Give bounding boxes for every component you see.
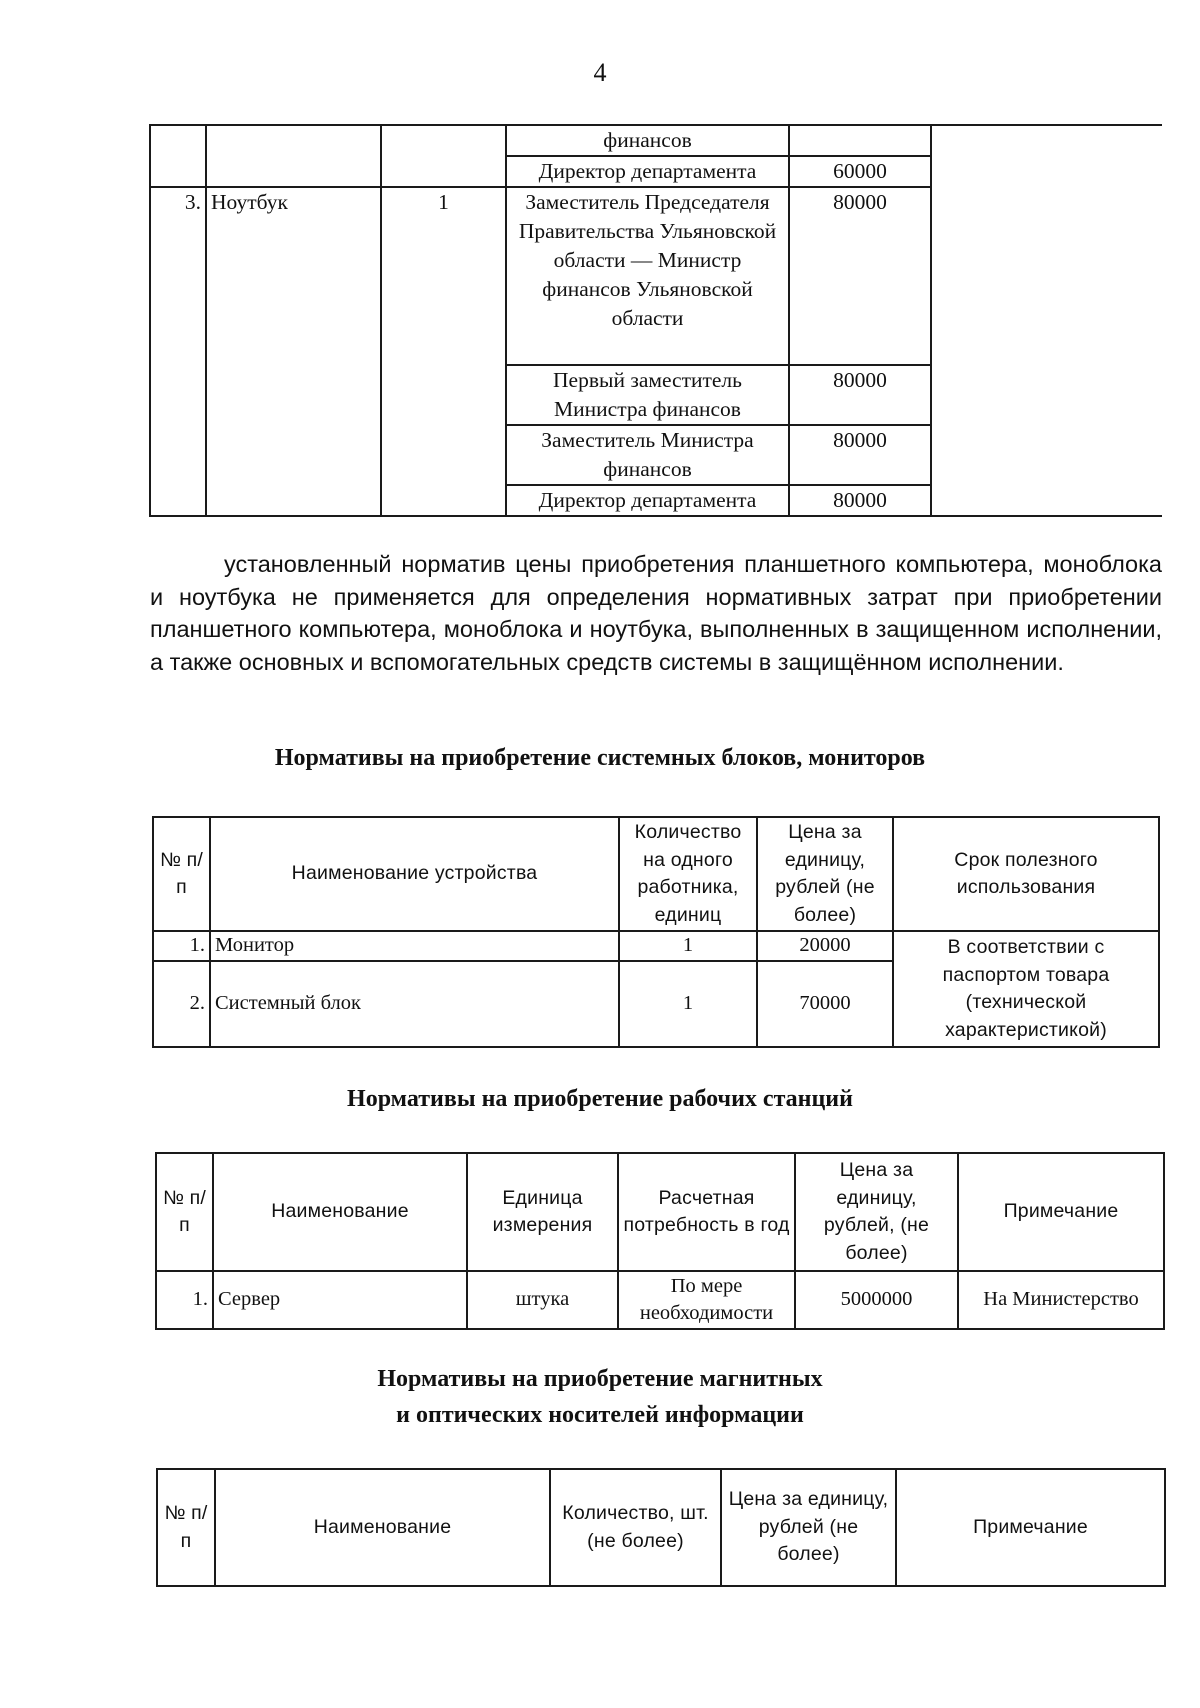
num-cell: 3.: [149, 186, 207, 517]
table-row: Директор департамента 60000: [150, 155, 1162, 188]
header-note: Примечание: [957, 1152, 1165, 1272]
table-header-row: № п/п Наименование устройства Количество…: [152, 816, 1160, 932]
header-num: № п/п: [156, 1468, 216, 1587]
header-unit: Единица измерения: [466, 1152, 619, 1272]
price-cell: 80000: [788, 484, 932, 517]
num-cell: [149, 124, 207, 188]
name-cell: Системный блок: [209, 960, 620, 1048]
page-number: 4: [593, 58, 607, 87]
header-num: № п/п: [155, 1152, 214, 1272]
price-cell: 5000000: [794, 1270, 959, 1330]
table-row: 2. Системный блок 1 70000: [152, 960, 1159, 1048]
section-title: Нормативы на приобретение системных блок…: [274, 745, 926, 771]
table-row: финансов: [149, 124, 1162, 517]
header-note: Примечание: [895, 1468, 1166, 1587]
position-cell: Первый заместитель Министра финансов: [505, 364, 790, 426]
empty-cell: [930, 124, 1162, 517]
name-cell: Сервер: [212, 1270, 468, 1330]
price-cell: 70000: [756, 960, 894, 1048]
qty-cell: 1: [380, 186, 507, 517]
name-cell: Ноутбук: [205, 186, 382, 517]
qty-cell: 1: [618, 960, 758, 1048]
price-cell: 80000: [788, 424, 932, 486]
position-cell: финансов: [505, 124, 790, 157]
table-row: Первый заместитель Министра финансов 800…: [150, 364, 1162, 426]
section-title: Нормативы на приобретение рабочих станци…: [347, 1086, 853, 1112]
name-cell: Монитор: [209, 930, 620, 962]
table-row: Заместитель Министра финансов 80000: [150, 424, 1162, 486]
position-cell: Директор департамента: [505, 155, 790, 188]
price-cell: [788, 124, 932, 157]
section-title-line2: и оптических носителей информации: [396, 1402, 804, 1428]
header-price: Цена за единицу, рублей, (не более): [794, 1152, 959, 1272]
header-price: Цена за единицу, рублей (не более): [756, 816, 894, 932]
header-num: № п/п: [152, 816, 211, 932]
header-name: Наименование устройства: [209, 816, 620, 932]
header-name: Наименование: [212, 1152, 468, 1272]
price-cell: 80000: [788, 364, 932, 426]
table-row: 1. Монитор 1 20000 В соответствии с пасп…: [152, 930, 1160, 1048]
unit-cell: штука: [466, 1270, 619, 1330]
header-name: Наименование: [214, 1468, 551, 1587]
position-cell: Директор департамента: [505, 484, 790, 517]
workstations-table: № п/п Наименование Единица измерения Рас…: [155, 1152, 1165, 1330]
body-paragraph: установленный норматив цены приобретения…: [150, 551, 1162, 675]
term-cell: В соответствии с паспортом товара (техни…: [892, 930, 1160, 1048]
price-cell: 20000: [756, 930, 894, 962]
table-header-row: № п/п Наименование Количество, шт. (не б…: [156, 1468, 1166, 1587]
num-cell: 1.: [155, 1270, 214, 1330]
qty-cell: 1: [618, 930, 758, 962]
header-qty: Количество на одного работника, единиц: [618, 816, 758, 932]
qty-cell: [380, 124, 507, 188]
name-cell: [205, 124, 382, 188]
media-table: № п/п Наименование Количество, шт. (не б…: [156, 1468, 1166, 1587]
header-qty: Количество, шт. (не более): [549, 1468, 722, 1587]
note-cell: На Министерство: [957, 1270, 1165, 1330]
laptop-table: финансов Директор департамента 60000 3. …: [149, 124, 1162, 517]
table-row: 1. Сервер штука По мере необходимости 50…: [155, 1270, 1165, 1330]
table-row: 3. Ноутбук 1 Заместитель Председателя Пр…: [149, 186, 1162, 517]
num-cell: 2.: [152, 960, 211, 1048]
num-cell: 1.: [152, 930, 211, 962]
monitors-table: № п/п Наименование устройства Количество…: [152, 816, 1160, 1048]
header-need: Расчетная потребность в год: [617, 1152, 796, 1272]
table-row: Директор департамента 80000: [150, 484, 1162, 517]
need-cell: По мере необходимости: [617, 1270, 796, 1330]
position-cell: Заместитель Министра финансов: [505, 424, 790, 486]
section-title-line1: Нормативы на приобретение магнитных: [377, 1366, 823, 1392]
header-term: Срок полезного использования: [892, 816, 1160, 932]
header-price: Цена за единицу, рублей (не более): [720, 1468, 897, 1587]
price-cell: 60000: [788, 155, 932, 188]
position-cell: Заместитель Председателя Правительства У…: [505, 186, 790, 366]
price-cell: 80000: [788, 186, 932, 366]
table-header-row: № п/п Наименование Единица измерения Рас…: [155, 1152, 1165, 1272]
